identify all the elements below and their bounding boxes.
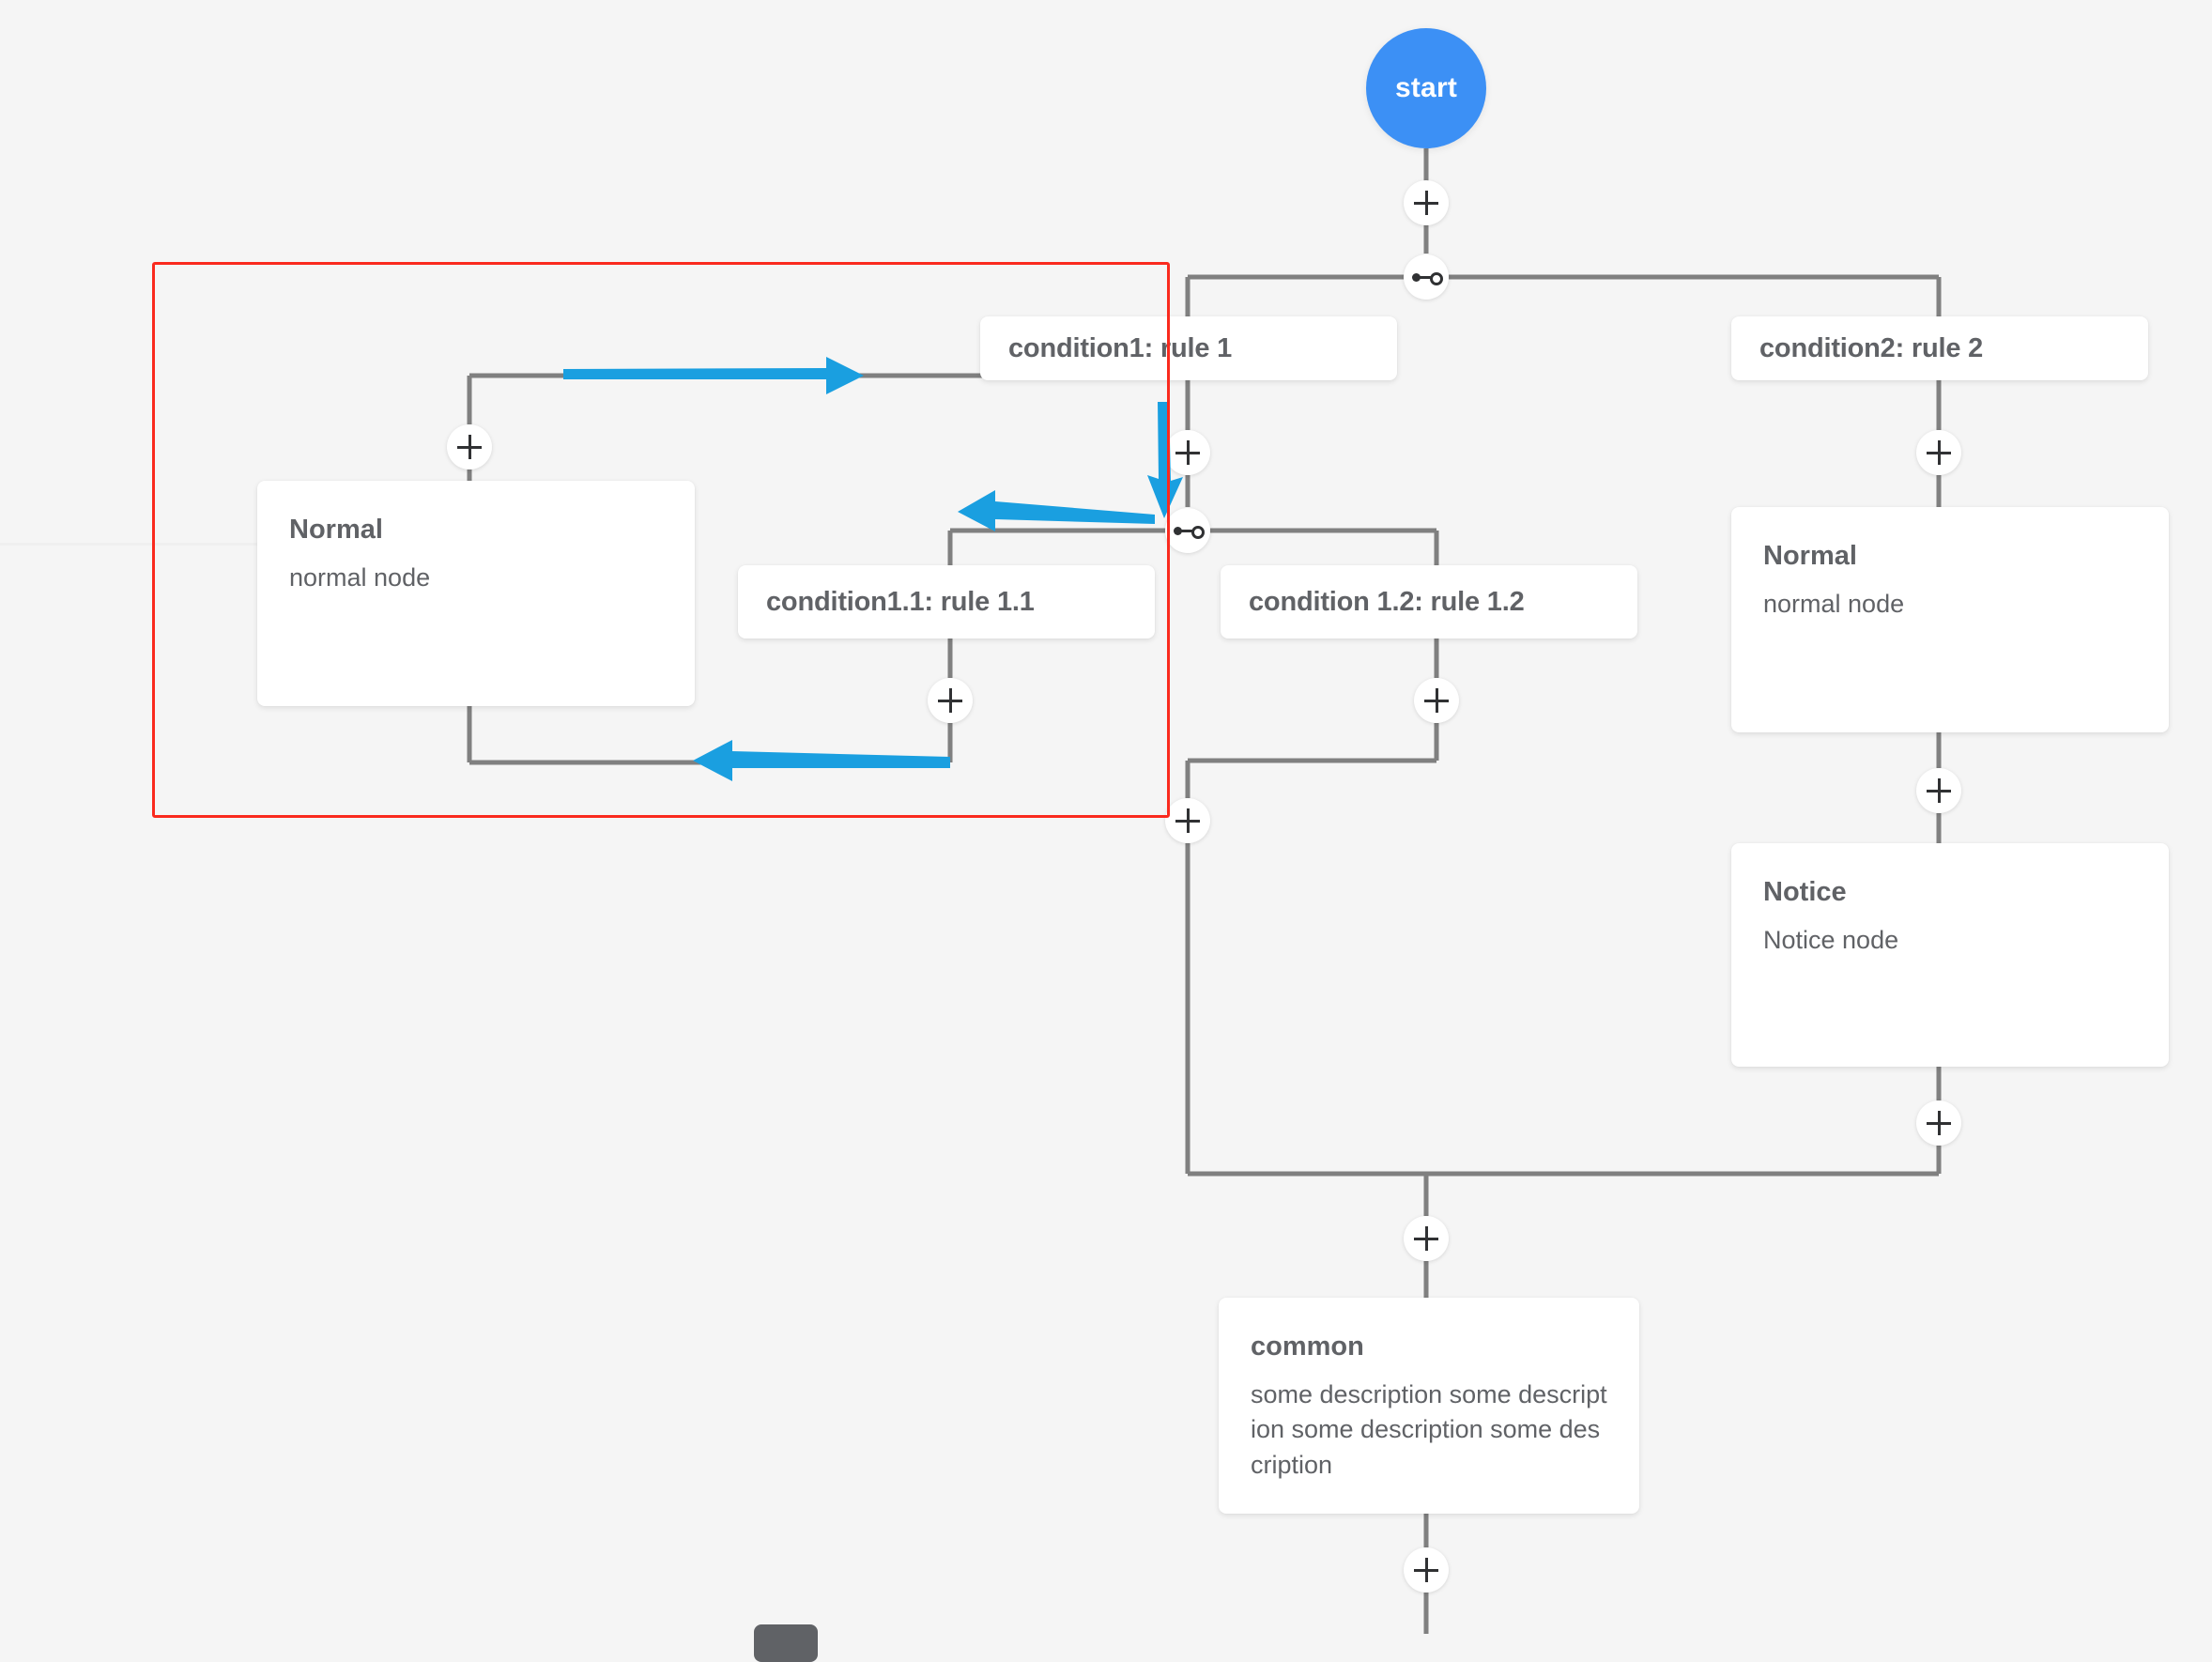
branch-bar-icon bbox=[1420, 275, 1431, 279]
highlighted-branch-region bbox=[152, 262, 1170, 818]
branch-bar-icon bbox=[1181, 529, 1192, 532]
branch-ring-icon bbox=[1191, 525, 1205, 539]
start-node-label: start bbox=[1394, 72, 1458, 103]
add-node-button-after-notice[interactable] bbox=[1916, 1100, 1961, 1146]
add-node-button-after-condition1-2[interactable] bbox=[1414, 678, 1459, 723]
common-node[interactable]: common some description some description… bbox=[1219, 1298, 1639, 1514]
node-description: normal node bbox=[1763, 590, 1905, 618]
node-description: normal node bbox=[289, 563, 431, 592]
node-title: Normal bbox=[1763, 541, 1857, 571]
condition-node-label: condition2: rule 2 bbox=[1759, 332, 1984, 363]
branch-ring-icon bbox=[1430, 271, 1443, 285]
normal-node-right[interactable]: Normal normal node bbox=[1731, 507, 2169, 732]
add-node-button-after-condition1[interactable] bbox=[1165, 430, 1210, 475]
condition-node-label: condition1: rule 1 bbox=[1008, 332, 1233, 363]
notice-node[interactable]: Notice Notice node bbox=[1731, 843, 2169, 1067]
node-title: common bbox=[1251, 1331, 1364, 1362]
add-node-button-after-condition1-1[interactable] bbox=[928, 678, 973, 723]
node-title: Normal bbox=[289, 515, 383, 545]
condition-node-condition1[interactable]: condition1: rule 1 bbox=[980, 316, 1397, 380]
add-node-button-after-start[interactable] bbox=[1404, 180, 1449, 225]
add-node-button-left-loop[interactable] bbox=[447, 424, 492, 469]
add-condition-branch-button-nested[interactable] bbox=[1165, 508, 1210, 553]
condition-node-condition2[interactable]: condition2: rule 2 bbox=[1731, 316, 2148, 380]
node-description: Notice node bbox=[1763, 926, 1899, 954]
node-description: some description some description some d… bbox=[1251, 1380, 1607, 1479]
add-condition-branch-button-top[interactable] bbox=[1404, 254, 1449, 300]
condition-node-condition1-1[interactable]: condition1.1: rule 1.1 bbox=[738, 565, 1155, 639]
normal-node-left[interactable]: Normal normal node bbox=[257, 481, 695, 706]
branch-dot-icon bbox=[1412, 272, 1421, 282]
branch-dot-icon bbox=[1174, 526, 1182, 535]
add-node-button-before-common[interactable] bbox=[1404, 1216, 1449, 1261]
condition-node-label: condition 1.2: rule 1.2 bbox=[1249, 586, 1525, 617]
condition-node-label: condition1.1: rule 1.1 bbox=[766, 586, 1035, 617]
start-node[interactable]: start bbox=[1366, 28, 1486, 148]
add-node-button-after-common[interactable] bbox=[1404, 1547, 1449, 1593]
add-node-button-after-normal-right[interactable] bbox=[1916, 768, 1961, 813]
bottom-toolbar-chip[interactable] bbox=[754, 1624, 818, 1662]
add-node-button-after-condition2[interactable] bbox=[1916, 430, 1961, 475]
node-title: Notice bbox=[1763, 877, 1847, 907]
condition-node-condition1-2[interactable]: condition 1.2: rule 1.2 bbox=[1221, 565, 1637, 639]
add-node-button-after-branch-merge[interactable] bbox=[1165, 798, 1210, 843]
